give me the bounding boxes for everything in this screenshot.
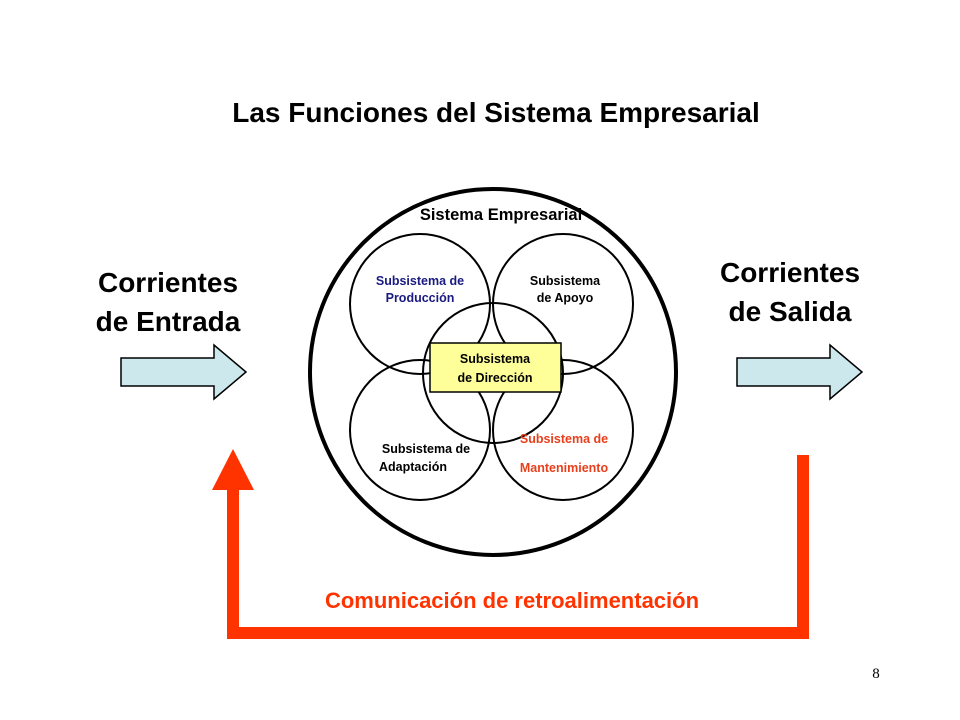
- svg-text:de Salida: de Salida: [729, 296, 852, 327]
- direccion-label: Subsistema de Dirección: [457, 352, 532, 385]
- svg-text:Producción: Producción: [386, 291, 455, 305]
- svg-text:Corrientes: Corrientes: [720, 257, 860, 288]
- sistema-empresarial-label: Sistema Empresarial: [420, 206, 582, 224]
- svg-text:Subsistema: Subsistema: [460, 352, 531, 366]
- svg-text:Mantenimiento: Mantenimiento: [520, 461, 609, 475]
- svg-text:Subsistema de: Subsistema de: [382, 442, 470, 456]
- svg-text:Subsistema de: Subsistema de: [520, 432, 608, 446]
- mantenimiento-circle: [492, 359, 634, 501]
- svg-text:de Apoyo: de Apoyo: [537, 291, 594, 305]
- feedback-loop-arrow-icon: [212, 449, 809, 639]
- adaptacion-label: Subsistema de Adaptación: [379, 442, 470, 474]
- direccion-box: [429, 342, 562, 393]
- svg-text:Corrientes: Corrientes: [98, 267, 238, 298]
- diagram-title: Las Funciones del Sistema Empresarial: [232, 97, 760, 128]
- adaptacion-circle: [349, 359, 491, 501]
- svg-text:de Dirección: de Dirección: [457, 371, 532, 385]
- apoyo-label: Subsistema de Apoyo: [530, 274, 601, 305]
- salida-arrow-icon: [736, 343, 864, 401]
- sistema-empresarial-circle: [308, 187, 678, 557]
- page-number: 8: [872, 666, 880, 682]
- svg-text:Adaptación: Adaptación: [379, 460, 447, 474]
- corrientes-entrada-label: Corrientes de Entrada: [96, 267, 241, 337]
- feedback-label: Comunicación de retroalimentación: [325, 588, 699, 613]
- svg-text:Subsistema: Subsistema: [530, 274, 601, 288]
- svg-text:de Entrada: de Entrada: [96, 306, 241, 337]
- entrada-arrow-icon: [120, 343, 248, 401]
- corrientes-salida-label: Corrientes de Salida: [720, 257, 860, 327]
- produccion-label: Subsistema de Producción: [376, 274, 464, 305]
- direccion-circle: [422, 302, 564, 444]
- svg-text:Subsistema de: Subsistema de: [376, 274, 464, 288]
- mantenimiento-label: Subsistema de Mantenimiento: [520, 432, 609, 475]
